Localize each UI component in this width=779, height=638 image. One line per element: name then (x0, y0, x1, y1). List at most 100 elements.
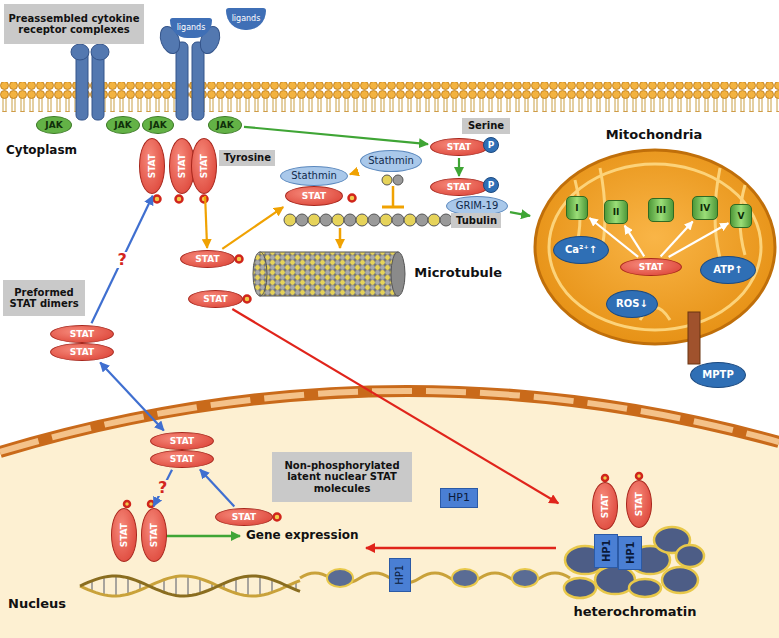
stat-vertical: STAT (596, 482, 614, 530)
node-text: STAT (50, 325, 114, 343)
base-pair (235, 579, 237, 593)
node-text: ATP↑ (713, 264, 743, 276)
mito-marker: ROS↓ (606, 290, 658, 318)
connector-arrow (232, 309, 558, 503)
label-box: Tyrosine (219, 150, 275, 166)
base-pair (199, 579, 201, 594)
base-pair (115, 576, 117, 596)
connector-arrow (350, 172, 358, 175)
label-box: Tubulin (451, 213, 501, 228)
phosphate-dots (124, 195, 690, 521)
stat-protein: STAT (180, 250, 235, 268)
phosphate: P (483, 177, 499, 193)
node-text: Tyrosine (224, 152, 271, 164)
hp1-vertical: HP1 (598, 534, 614, 568)
node-text: JAK (114, 120, 131, 130)
stat-protein: STATP (430, 178, 488, 196)
jak-kinase: JAK (142, 116, 174, 134)
respiratory-complex: IV (692, 196, 718, 220)
stat-dimer: STATSTAT (50, 325, 114, 361)
mitochondrion (535, 150, 775, 344)
base-pair (175, 577, 177, 596)
region-label: Cytoplasm (6, 143, 77, 157)
node-text: Preassembled cytokine receptor complexes (8, 13, 140, 36)
label-box: Preassembled cytokine receptor complexes (4, 4, 144, 44)
connector-arrow (510, 212, 530, 216)
jak-kinase: JAK (36, 116, 72, 134)
stat-protein: STAT (215, 508, 273, 526)
connector-arrow (92, 196, 153, 323)
node-text: IV (700, 203, 710, 213)
tubulin-dimer (440, 214, 452, 226)
connector-arrow (244, 127, 428, 144)
stat-shape: STAT (141, 508, 167, 562)
connector-arrow (154, 470, 172, 506)
stat-vertical: STATSTAT (118, 508, 160, 562)
ligand: ligands (170, 18, 212, 38)
base-pair (271, 580, 273, 593)
node-text: STAT (149, 523, 159, 547)
tubulin-dimer (416, 214, 428, 226)
hp1-shape: HP1 (594, 534, 619, 568)
node-text: heterochromatin (574, 605, 697, 620)
nuclear-pores (0, 391, 779, 452)
phosphate: P (483, 137, 499, 153)
label-box: Serine (462, 118, 510, 134)
node-text: STAT (634, 492, 644, 516)
node-text: I (575, 203, 578, 213)
tubulin-dimer (344, 214, 356, 226)
protein-ellipse: Stathmin (360, 150, 422, 172)
node-text: Microtubule (414, 266, 502, 281)
node-text: P (488, 140, 495, 150)
node-text: STAT (199, 154, 209, 178)
node-text: STAT (447, 182, 471, 192)
node-text: ligands (232, 14, 261, 23)
connector-arrow (222, 207, 283, 249)
tubulin-dimer (284, 214, 296, 226)
node-text: STAT (195, 254, 219, 264)
dna-helix (80, 576, 300, 596)
tubulin-chain (284, 214, 452, 226)
stat-shape: STAT (592, 482, 618, 530)
hp1-shape: HP1 (389, 558, 411, 592)
mito-marker: MPTP (690, 362, 746, 388)
stat-shape: STAT (139, 138, 165, 194)
node-text: STAT (177, 154, 187, 178)
region-label: Nucleus (8, 596, 66, 611)
respiratory-complex: III (648, 198, 674, 222)
node-text: STAT (203, 294, 227, 304)
region: Microtubule (256, 246, 506, 300)
node-text: GRIM-19 (456, 200, 499, 212)
node-text: JAK (45, 120, 62, 130)
respiratory-complex: V (730, 204, 752, 228)
stat-vertical: STAT (194, 138, 214, 194)
edge-label: ? (156, 480, 169, 496)
connector-arrow (458, 158, 460, 176)
respiratory-complex: II (604, 200, 628, 224)
stathmin-stat-complex: StathminSTAT (280, 166, 348, 206)
label-box: Preformed STAT dimers (3, 280, 85, 316)
mito-marker: ATP↑ (700, 256, 756, 284)
base-pair (247, 576, 249, 596)
node-text: Stathmin (280, 166, 348, 186)
tubulin-dimer (356, 214, 368, 226)
polymerisation-arrow (339, 228, 342, 248)
node-text: STAT (447, 142, 471, 152)
cell-membrane (0, 82, 779, 112)
region-label: Gene expression (246, 528, 359, 542)
base-pair (259, 577, 261, 596)
tubulin-dimer (368, 214, 380, 226)
node-text: STAT (639, 262, 663, 272)
base-pair (163, 580, 165, 593)
stat-shape: STAT (111, 508, 137, 562)
tubulin-dimer (404, 214, 416, 226)
connector-arrow (100, 363, 164, 431)
gene-expression-arrow (164, 535, 240, 538)
stat-dimer: STATSTAT (150, 432, 214, 468)
stat-protein: STAT (188, 290, 243, 308)
node-text: STAT (232, 512, 256, 522)
base-pair (103, 577, 105, 595)
tubulin-dimer (332, 214, 344, 226)
tubulin-dimer (320, 214, 332, 226)
node-text: ROS↓ (616, 298, 648, 310)
